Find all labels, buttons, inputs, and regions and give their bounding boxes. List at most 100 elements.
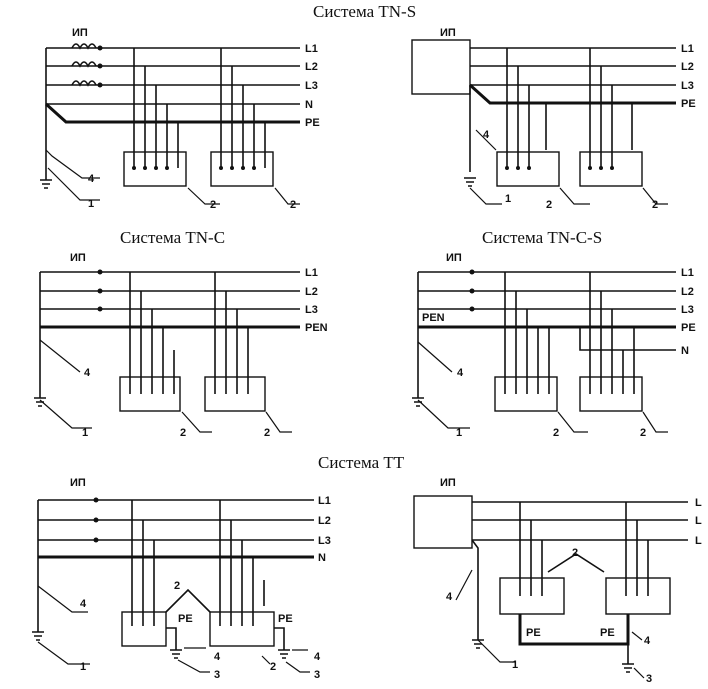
node xyxy=(93,497,99,503)
load-2 xyxy=(204,376,266,412)
label-l2: L2 xyxy=(305,61,318,73)
panel-tn-s-right: ИП L1 L2 L3 PE 4 1 2 2 xyxy=(411,27,696,211)
callout-2: 2 xyxy=(210,199,216,211)
callout-2: 2 xyxy=(180,427,186,439)
source-label: ИП xyxy=(440,477,456,489)
node xyxy=(527,166,531,170)
node xyxy=(132,166,136,170)
label-l3: L3 xyxy=(318,535,331,547)
label-pe: PE xyxy=(681,98,696,110)
ground-symbol xyxy=(622,663,634,673)
callout-4: 4 xyxy=(88,173,95,185)
pe-line xyxy=(44,102,300,124)
source-label: ИП xyxy=(70,477,86,489)
phase-lines xyxy=(38,499,314,541)
label-l3: L3 xyxy=(305,80,318,92)
pe-line xyxy=(518,614,630,646)
load-1-taps xyxy=(131,500,155,626)
node xyxy=(230,166,234,170)
node xyxy=(588,166,592,170)
node xyxy=(610,166,614,170)
label-pe: PE xyxy=(600,627,615,639)
callout-2: 2 xyxy=(264,427,270,439)
label-n: N xyxy=(318,552,326,564)
callout-1: 1 xyxy=(512,659,518,671)
callout-2: 2 xyxy=(270,661,276,673)
callout-3: 3 xyxy=(214,669,220,681)
title-tn-s: Система TN-S xyxy=(313,2,416,21)
source-coils xyxy=(71,43,97,87)
load-1-taps xyxy=(519,502,543,596)
callout-3: 3 xyxy=(646,673,652,685)
callout-4: 4 xyxy=(457,367,464,379)
node xyxy=(97,63,103,69)
pe-line xyxy=(468,83,676,105)
callout-2: 2 xyxy=(290,199,296,211)
label-l3: L3 xyxy=(681,304,694,316)
node xyxy=(599,166,603,170)
node xyxy=(93,537,99,543)
label-l1: L1 xyxy=(681,43,694,55)
node xyxy=(516,166,520,170)
source-transformer xyxy=(413,495,473,549)
load-2-taps xyxy=(589,48,633,168)
callout-2: 2 xyxy=(174,580,180,592)
n-line xyxy=(579,327,676,351)
label-pe: PE xyxy=(305,117,320,129)
pe-leads xyxy=(166,627,285,650)
node xyxy=(97,306,103,312)
label-pe: PE xyxy=(278,613,293,625)
node xyxy=(97,82,103,88)
node xyxy=(469,288,475,294)
label-n: N xyxy=(305,99,313,111)
callout-4: 4 xyxy=(314,651,321,663)
node xyxy=(505,166,509,170)
load-1-taps xyxy=(506,48,547,168)
ground-symbol xyxy=(412,397,424,407)
source-label: ИП xyxy=(70,252,86,264)
load-bracket xyxy=(547,553,605,573)
title-tn-c: Система TN-C xyxy=(120,228,225,247)
load-2-taps xyxy=(589,272,635,394)
label-l2: L2 xyxy=(681,286,694,298)
load-1-taps xyxy=(129,272,175,394)
callout-4: 4 xyxy=(80,598,87,610)
load-1-taps xyxy=(504,272,550,394)
label-l3: L3 xyxy=(681,80,694,92)
label-l3: L3 xyxy=(305,304,318,316)
ground-symbol xyxy=(34,397,46,407)
label-pen-source: PEN xyxy=(422,312,445,324)
label-pe: PE xyxy=(178,613,193,625)
leader-lines xyxy=(469,129,668,205)
load-2-taps xyxy=(625,502,649,596)
label-pe: PE xyxy=(526,627,541,639)
callout-4: 4 xyxy=(483,129,490,141)
ground-lead xyxy=(471,539,479,640)
leader-lines xyxy=(39,339,292,433)
label-l2: L2 xyxy=(305,286,318,298)
label-n: N xyxy=(681,345,689,357)
phase-lines xyxy=(46,47,300,86)
node xyxy=(97,45,103,51)
label-l: L xyxy=(695,535,702,547)
ground-symbol xyxy=(40,179,52,189)
label-pen: PEN xyxy=(305,322,328,334)
phase-lines xyxy=(418,271,676,310)
label-l1: L1 xyxy=(318,495,331,507)
callout-1: 1 xyxy=(82,427,88,439)
ground-symbol xyxy=(170,649,290,659)
node xyxy=(143,166,147,170)
callout-4: 4 xyxy=(644,635,651,647)
source-transformer xyxy=(411,39,471,95)
label-l2: L2 xyxy=(318,515,331,527)
source-label: ИП xyxy=(72,27,88,39)
panel-tt-left: ИП L1 L2 L3 N 2 PE PE 4 1 4 3 2 4 3 xyxy=(32,477,331,681)
callout-2: 2 xyxy=(572,547,578,559)
phase-lines xyxy=(470,47,676,86)
node xyxy=(154,166,158,170)
leader-lines xyxy=(37,585,310,673)
callout-1: 1 xyxy=(456,427,462,439)
node xyxy=(97,288,103,294)
leader-lines xyxy=(45,149,300,205)
node xyxy=(219,166,223,170)
